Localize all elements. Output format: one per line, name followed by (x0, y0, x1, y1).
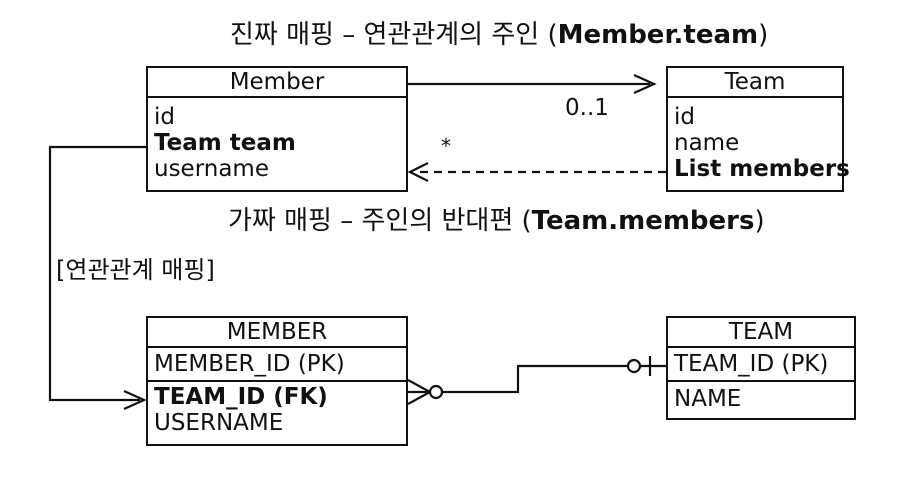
team-table-title: TEAM (668, 318, 854, 348)
team-table-box: TEAM TEAM_ID (PK) NAME (666, 316, 856, 420)
team-table-columns: NAME (668, 382, 854, 412)
multiplicity-many: * (441, 134, 451, 158)
member-class-title: Member (148, 68, 406, 98)
team-table-pk-section: TEAM_ID (PK) (668, 348, 854, 382)
member-table-columns: TEAM_ID (FK) USERNAME (148, 382, 406, 436)
member-to-team-arrowhead (633, 73, 657, 95)
crows-foot-top (407, 379, 431, 393)
team-to-member-arrowhead (407, 162, 429, 182)
team-table-name: NAME (674, 386, 742, 412)
member-table-title: MEMBER (148, 318, 406, 348)
association-mapping-line (48, 145, 146, 402)
team-field-id: id (674, 104, 695, 130)
association-mapping-arrowhead (123, 389, 147, 411)
member-class-fields: id Team team username (148, 98, 406, 182)
team-class-title: Team (668, 68, 842, 98)
team-field-members: List members (674, 156, 850, 182)
member-field-id: id (154, 104, 175, 130)
team-field-name: name (674, 130, 740, 156)
team-side-optional-circle (626, 358, 642, 374)
member-table-pk: MEMBER_ID (PK) (154, 351, 345, 377)
member-table-box: MEMBER MEMBER_ID (PK) TEAM_ID (FK) USERN… (146, 316, 408, 446)
association-mapping-caption: [연관관계 매핑] (56, 256, 215, 284)
erd-relationship-line (440, 364, 666, 394)
crows-foot-bottom (407, 391, 431, 405)
true-mapping-caption: 진짜 매핑 – 연관관계의 주인 (Member.team) (230, 20, 769, 50)
fake-mapping-caption: 가짜 매핑 – 주인의 반대편 (Team.members) (228, 206, 765, 236)
member-field-team: Team team (154, 130, 296, 156)
member-class-box: Member id Team team username (146, 66, 408, 192)
team-class-box: Team id name List members (666, 66, 850, 192)
multiplicity-zero-one: 0..1 (565, 95, 609, 121)
member-field-username: username (154, 156, 269, 182)
team-class-fields: id name List members (668, 98, 850, 182)
team-table-pk: TEAM_ID (PK) (674, 351, 829, 377)
member-table-fk: TEAM_ID (FK) (154, 384, 328, 410)
member-table-pk-section: MEMBER_ID (PK) (148, 348, 406, 382)
crows-foot-optional-circle (428, 384, 444, 400)
member-table-username: USERNAME (154, 410, 284, 436)
